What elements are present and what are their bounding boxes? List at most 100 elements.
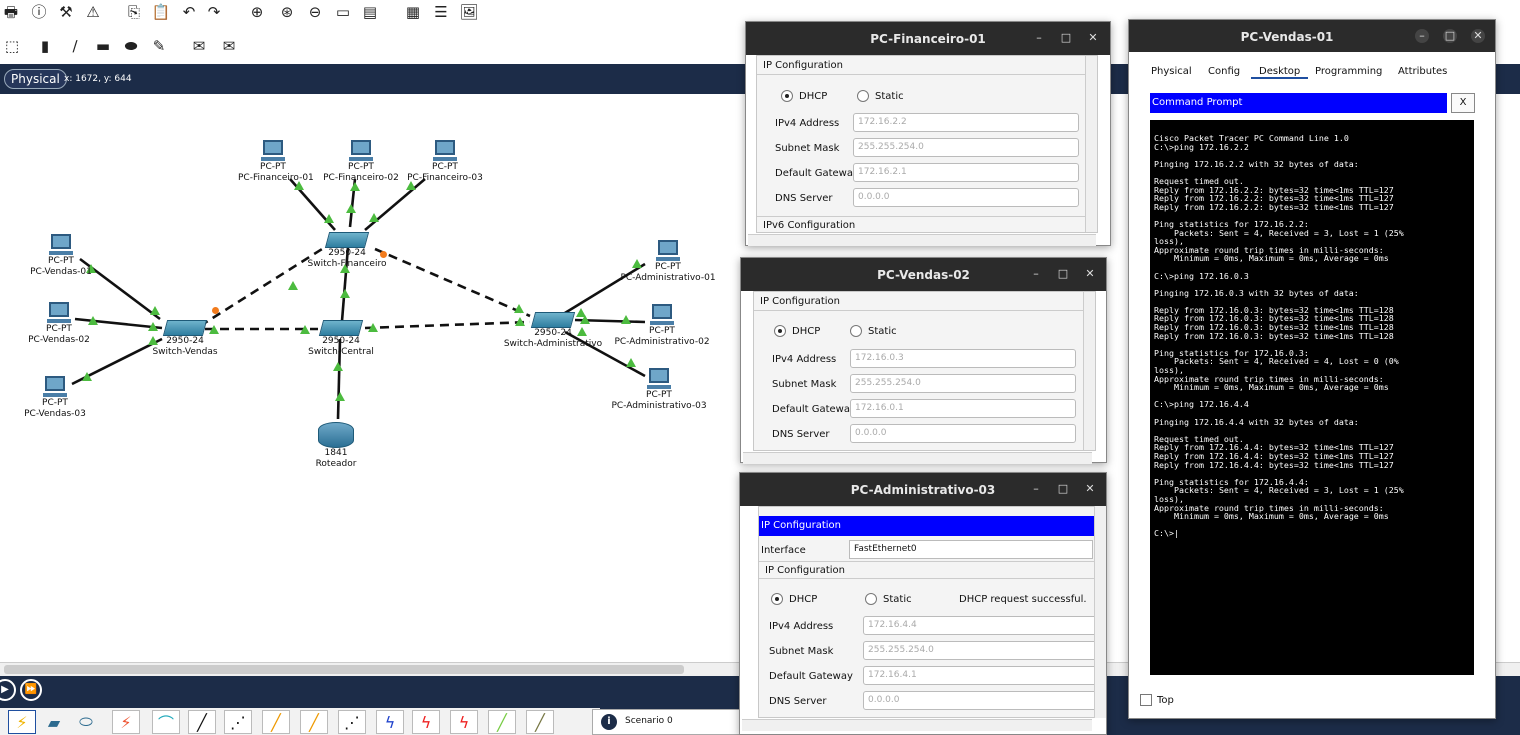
command-prompt-output[interactable]: Cisco Packet Tracer PC Command Line 1.0 … xyxy=(1150,120,1474,675)
tab-attributes[interactable]: Attributes xyxy=(1398,66,1448,77)
viewport-icon[interactable]: ▦ xyxy=(405,2,421,21)
ip-config-section[interactable]: IP Configuration xyxy=(759,561,1095,579)
copy-icon[interactable]: ⎘ xyxy=(127,2,140,21)
dns-input[interactable]: 0.0.0.0 xyxy=(850,424,1076,443)
device-pc-administrativo-02[interactable]: PC-PT PC-Administrativo-02 xyxy=(614,304,710,348)
device-pc-financeiro-01[interactable]: PC-PT PC-Financeiro-01 xyxy=(238,140,314,184)
dns-input[interactable]: 0.0.0.0 xyxy=(863,691,1095,710)
complex-pdu-icon[interactable]: ✉ xyxy=(222,36,236,55)
phone-cable-icon[interactable]: ╱ xyxy=(300,710,328,734)
window-titlebar[interactable]: PC-Vendas-02 – □ ✕ xyxy=(741,258,1106,291)
minimize-icon[interactable]: – xyxy=(1033,267,1039,280)
window-hscrollbar[interactable] xyxy=(748,234,1096,246)
paste-icon[interactable]: 📋 xyxy=(151,2,171,21)
panel-vscrollbar[interactable] xyxy=(1085,56,1097,232)
dhcp-radio[interactable]: DHCP xyxy=(771,593,817,605)
panel-vscrollbar[interactable] xyxy=(1094,506,1106,718)
ipv4-input[interactable]: 172.16.2.2 xyxy=(853,113,1079,132)
hubs-category-icon[interactable]: ▰ xyxy=(47,712,61,732)
tab-config[interactable]: Config xyxy=(1208,66,1241,77)
static-radio[interactable]: Static xyxy=(850,325,897,337)
device-pc-vendas-02[interactable]: PC-PT PC-Vendas-02 xyxy=(26,302,92,346)
tab-physical[interactable]: Physical xyxy=(1151,66,1192,77)
static-radio[interactable]: Static xyxy=(857,90,904,102)
drawing-palette-icon[interactable]: ▭ xyxy=(335,2,351,21)
note-icon[interactable]: ▮ xyxy=(40,36,50,55)
ipv4-input[interactable]: 172.16.0.3 xyxy=(850,349,1076,368)
octal-cable-icon[interactable]: ϟ xyxy=(450,710,478,734)
line-icon[interactable]: ∕ xyxy=(72,36,78,55)
fiber-cable-icon[interactable]: ╱ xyxy=(262,710,290,734)
gateway-input[interactable]: 172.16.0.1 xyxy=(850,399,1076,418)
device-router[interactable]: 1841 Roteador xyxy=(310,422,362,470)
window-titlebar[interactable]: PC-Administrativo-03 – □ ✕ xyxy=(740,473,1106,506)
device-pc-vendas-01[interactable]: PC-PT PC-Vendas-01 xyxy=(28,234,94,278)
panel-vscrollbar[interactable] xyxy=(1083,292,1095,450)
rectangle-icon[interactable]: ▬ xyxy=(95,36,111,55)
zoom-reset-icon[interactable]: ⊛ xyxy=(280,2,294,21)
ellipse-icon[interactable]: ⬬ xyxy=(124,36,138,55)
wizard-icon[interactable]: ⚠ xyxy=(86,2,100,21)
redo-icon[interactable]: ↷ xyxy=(207,2,221,21)
dhcp-radio[interactable]: DHCP xyxy=(781,90,827,102)
device-pc-financeiro-02[interactable]: PC-PT PC-Financeiro-02 xyxy=(322,140,400,184)
maximize-icon[interactable]: □ xyxy=(1057,482,1069,495)
device-pc-financeiro-03[interactable]: PC-PT PC-Financeiro-03 xyxy=(406,140,484,184)
select-icon[interactable]: ⬚ xyxy=(4,36,20,55)
dhcp-radio[interactable]: DHCP xyxy=(774,325,820,337)
gateway-input[interactable]: 172.16.4.1 xyxy=(863,666,1095,685)
interface-select[interactable]: FastEthernet0 xyxy=(849,540,1093,559)
device-switch-vendas[interactable]: 2950-24 Switch-Vendas xyxy=(150,320,220,358)
maximize-icon[interactable]: □ xyxy=(1443,29,1457,43)
device-switch-financeiro[interactable]: 2950-24 Switch-Financeiro xyxy=(306,232,388,270)
gateway-input[interactable]: 172.16.2.1 xyxy=(853,163,1079,182)
freeform-icon[interactable]: ✎ xyxy=(152,36,166,55)
close-icon[interactable]: ✕ xyxy=(1085,482,1095,495)
close-icon[interactable]: ✕ xyxy=(1085,267,1095,280)
subnet-mask-input[interactable]: 255.255.254.0 xyxy=(853,138,1079,157)
custom-device-icon[interactable]: ▤ xyxy=(362,2,378,21)
minimize-icon[interactable]: – xyxy=(1033,482,1039,495)
minimize-icon[interactable]: – xyxy=(1036,31,1042,44)
device-pc-administrativo-03[interactable]: PC-PT PC-Administrativo-03 xyxy=(610,368,708,412)
physical-mode-tab[interactable]: Physical xyxy=(4,69,67,89)
cross-cable-icon[interactable]: ⋰ xyxy=(224,710,252,734)
device-switch-central[interactable]: 2950-24 Switch-Central xyxy=(306,320,376,358)
straight-cable-icon[interactable]: ╱ xyxy=(188,710,216,734)
print-icon[interactable]: 🖶 xyxy=(3,2,19,21)
window-hscrollbar[interactable] xyxy=(742,719,1092,731)
fast-forward-icon[interactable]: ⏩ xyxy=(20,679,42,701)
close-icon[interactable]: ✕ xyxy=(1088,31,1098,44)
device-switch-administrativo[interactable]: 2950-24 Switch-Administrativo xyxy=(502,312,604,350)
ip-config-section-selected[interactable]: IP Configuration xyxy=(759,516,1095,536)
window-hscrollbar[interactable] xyxy=(743,452,1092,464)
tab-desktop[interactable]: Desktop xyxy=(1251,66,1309,79)
wireless-category-icon[interactable]: ⬭ xyxy=(79,712,93,731)
coaxial-cable-icon[interactable]: ⋰ xyxy=(338,710,366,734)
zoom-in-icon[interactable]: ⊕ xyxy=(250,2,264,21)
ip-config-section[interactable]: IP Configuration xyxy=(754,293,1095,311)
window-titlebar[interactable]: PC-Financeiro-01 – □ ✕ xyxy=(746,22,1110,55)
cluster-icon[interactable]: ☰ xyxy=(434,2,448,21)
tab-programming[interactable]: Programming xyxy=(1315,66,1383,77)
ipv4-input[interactable]: 172.16.4.4 xyxy=(863,616,1095,635)
console-cable-icon[interactable]: ⌒ xyxy=(152,710,180,734)
minimize-icon[interactable]: – xyxy=(1415,29,1429,43)
close-icon[interactable]: ✕ xyxy=(1471,29,1485,43)
device-pc-administrativo-01[interactable]: PC-PT PC-Administrativo-01 xyxy=(620,240,716,284)
iot-cable-icon[interactable]: ╱ xyxy=(526,710,554,734)
command-prompt-close-button[interactable]: X xyxy=(1451,93,1475,113)
maximize-icon[interactable]: □ xyxy=(1060,31,1072,44)
play-icon[interactable]: ▶ xyxy=(0,679,16,701)
network-info-icon[interactable]: ⚒ xyxy=(59,2,73,21)
auto-cable-icon[interactable]: ⚡ xyxy=(112,710,140,734)
window-titlebar[interactable]: PC-Vendas-01 – □ ✕ xyxy=(1129,20,1495,52)
maximize-icon[interactable]: □ xyxy=(1057,267,1069,280)
zoom-out-icon[interactable]: ⊖ xyxy=(308,2,322,21)
simple-pdu-icon[interactable]: ✉ xyxy=(192,36,206,55)
dns-input[interactable]: 0.0.0.0 xyxy=(853,188,1079,207)
serial-dte-icon[interactable]: ϟ xyxy=(412,710,440,734)
subnet-mask-input[interactable]: 255.255.254.0 xyxy=(850,374,1076,393)
device-pc-vendas-03[interactable]: PC-PT PC-Vendas-03 xyxy=(22,376,88,420)
always-on-top-checkbox[interactable]: Top xyxy=(1140,694,1174,706)
